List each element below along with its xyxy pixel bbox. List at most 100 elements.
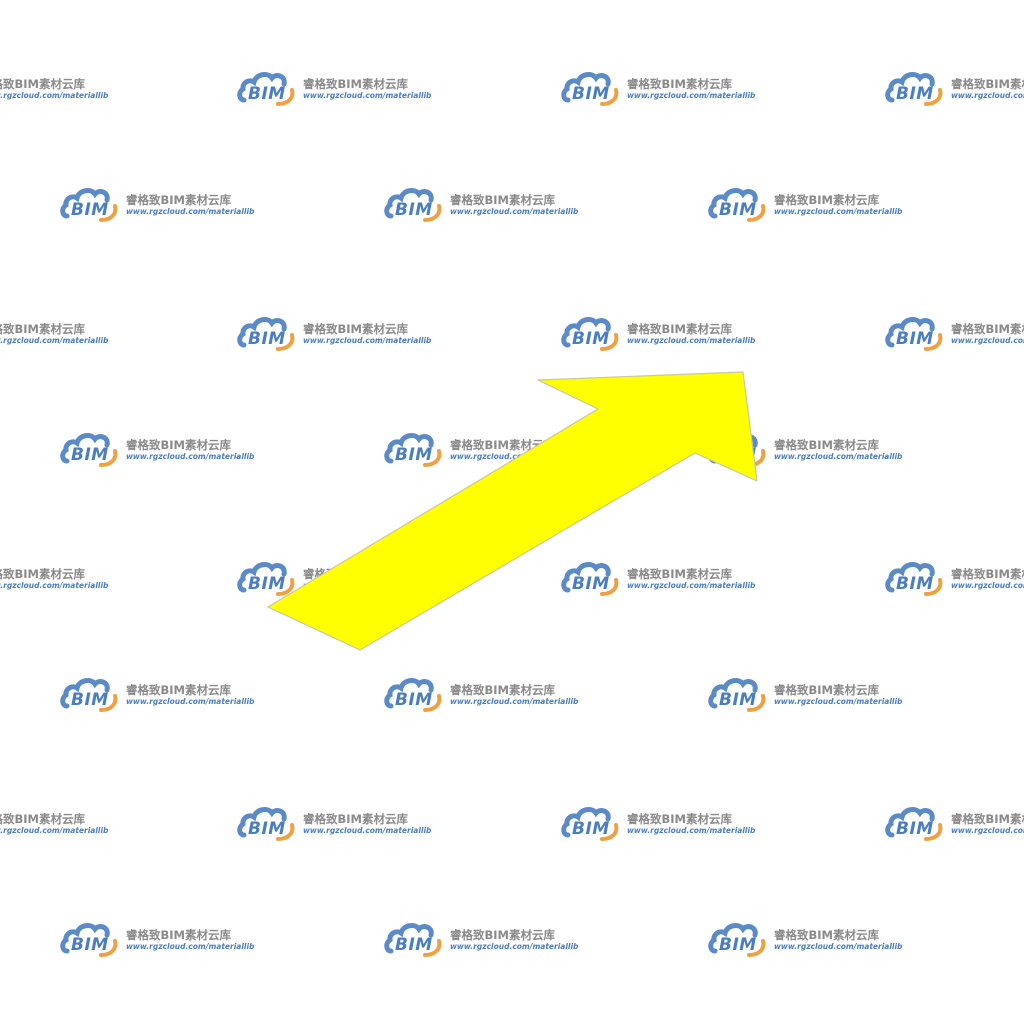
- watermark-brand: BIM: [71, 200, 109, 220]
- cloud-icon: [885, 317, 943, 351]
- cloud-icon: [60, 188, 118, 222]
- watermark-url: www.rgzcloud.com/materiallib: [0, 336, 109, 345]
- cloud-icon: [561, 807, 619, 841]
- watermark-brand: BIM: [395, 935, 433, 955]
- cloud-icon: [561, 72, 619, 106]
- watermark-url: www.rgzcloud.com/materiallib: [126, 697, 255, 706]
- watermark-url: www.rgzcloud.com/materiallib: [450, 452, 579, 461]
- watermark-name: 睿格致BIM素材云库: [774, 928, 879, 942]
- cloud-icon: [237, 807, 295, 841]
- watermark-name: 睿格致BIM素材云库: [450, 928, 555, 942]
- watermark-name: 睿格致BIM素材云库: [126, 438, 231, 452]
- watermark-url: www.rgzcloud.com/materiallib: [951, 826, 1024, 835]
- watermark-name: 睿格致BIM素材云库: [0, 322, 85, 336]
- watermark-name: 睿格致BIM素材云库: [627, 322, 732, 336]
- cloud-icon: [561, 562, 619, 596]
- cloud-icon: [60, 678, 118, 712]
- watermark-url: www.rgzcloud.com/materiallib: [627, 336, 756, 345]
- watermark-name: 睿格致BIM素材云库: [0, 77, 85, 91]
- watermark-brand: BIM: [248, 84, 286, 104]
- watermark-logo: BIM 睿格致BIM素材云库 www.rgzcloud.com/material…: [885, 560, 1024, 600]
- watermark-url: www.rgzcloud.com/materiallib: [303, 336, 432, 345]
- cloud-icon: [708, 923, 766, 957]
- yellow-arrow: [267, 371, 758, 651]
- watermark-name: 睿格致BIM素材云库: [0, 812, 85, 826]
- watermark-logo: BIM 睿格致BIM素材云库 www.rgzcloud.com/material…: [384, 676, 579, 716]
- cloud-icon: [561, 317, 619, 351]
- watermark-brand: BIM: [896, 84, 934, 104]
- watermark-brand: BIM: [71, 690, 109, 710]
- watermark-logo: BIM 睿格致BIM素材云库 www.rgzcloud.com/material…: [60, 186, 254, 226]
- watermark-name: 睿格致BIM素材云库: [627, 77, 732, 91]
- watermark-brand: BIM: [71, 935, 109, 955]
- watermark-logo: BIM 睿格致BIM素材云库 www.rgzcloud.com/material…: [384, 921, 579, 961]
- cloud-icon: [60, 923, 118, 957]
- watermark-brand: BIM: [395, 445, 433, 465]
- watermark-name: 睿格致BIM素材云库: [126, 683, 231, 697]
- cloud-icon: [60, 433, 118, 467]
- cloud-icon: [237, 72, 295, 106]
- watermark-logo: BIM 睿格致BIM素材云库 www.rgzcloud.com/material…: [237, 315, 432, 355]
- watermark-logo: BIM 睿格致BIM素材云库 www.rgzcloud.com/material…: [384, 186, 578, 226]
- watermark-brand: BIM: [395, 200, 433, 220]
- watermark-name: 睿格致BIM素材云库: [774, 438, 879, 452]
- cloud-icon: [384, 433, 442, 467]
- watermark-logo: BIM 睿格致BIM素材云库 www.rgzcloud.com/material…: [237, 70, 431, 110]
- watermark-brand: BIM: [896, 574, 934, 594]
- cloud-icon: [885, 562, 943, 596]
- watermark-logo: BIM 睿格致BIM素材云库 www.rgzcloud.com/material…: [0, 315, 109, 355]
- watermark-logo: BIM 睿格致BIM素材云库 www.rgzcloud.com/material…: [60, 431, 254, 471]
- watermark-name: 睿格致BIM素材云库: [774, 193, 879, 207]
- watermark-url: www.rgzcloud.com/materiallib: [303, 826, 432, 835]
- watermark-logo: BIM 睿格致BIM素材云库 www.rgzcloud.com/material…: [60, 921, 255, 961]
- watermark-url: www.rgzcloud.com/materiallib: [627, 581, 756, 590]
- watermark-brand: BIM: [395, 690, 433, 710]
- watermark-name: 睿格致BIM素材云库: [951, 567, 1024, 581]
- watermark-name: 睿格致BIM素材云库: [951, 77, 1024, 91]
- watermark-logo: BIM 睿格致BIM素材云库 www.rgzcloud.com/material…: [885, 70, 1024, 110]
- watermark-name: 睿格致BIM素材云库: [627, 567, 732, 581]
- watermark-url: www.rgzcloud.com/materiallib: [951, 336, 1024, 345]
- watermark-url: www.rgzcloud.com/materiallib: [774, 697, 903, 706]
- watermark-url: www.rgzcloud.com/materiallib: [126, 942, 255, 951]
- watermark-url: www.rgzcloud.com/materiallib: [450, 942, 579, 951]
- watermark-name: 睿格致BIM素材云库: [303, 77, 408, 91]
- watermark-name: 睿格致BIM素材云库: [450, 438, 555, 452]
- watermark-logo: BIM 睿格致BIM素材云库 www.rgzcloud.com/material…: [708, 676, 903, 716]
- watermark-logo: BIM 睿格致BIM素材云库 www.rgzcloud.com/material…: [384, 431, 579, 471]
- watermark-url: www.rgzcloud.com/materiallib: [774, 452, 903, 461]
- watermark-url: www.rgzcloud.com/materiallib: [951, 91, 1024, 100]
- watermark-logo: BIM 睿格致BIM素材云库 www.rgzcloud.com/material…: [561, 315, 756, 355]
- watermark-logo: BIM 睿格致BIM素材云库 www.rgzcloud.com/material…: [885, 315, 1024, 355]
- watermark-url: www.rgzcloud.com/materiallib: [774, 207, 903, 216]
- watermark-logo: BIM 睿格致BIM素材云库 www.rgzcloud.com/material…: [561, 70, 755, 110]
- watermark-url: www.rgzcloud.com/materiallib: [0, 826, 109, 835]
- watermark-logo: BIM 睿格致BIM素材云库 www.rgzcloud.com/material…: [708, 186, 903, 226]
- watermark-name: 睿格致BIM素材云库: [450, 683, 555, 697]
- watermark-url: www.rgzcloud.com/materiallib: [774, 942, 903, 951]
- watermark-url: www.rgzcloud.com/materiallib: [951, 581, 1024, 590]
- watermark-brand: BIM: [572, 574, 610, 594]
- watermark-url: www.rgzcloud.com/materiallib: [627, 826, 756, 835]
- watermark-logo: BIM 睿格致BIM素材云库 www.rgzcloud.com/material…: [0, 70, 108, 110]
- watermark-brand: BIM: [719, 935, 757, 955]
- watermark-logo: BIM 睿格致BIM素材云库 www.rgzcloud.com/material…: [60, 676, 255, 716]
- watermark-brand: BIM: [719, 690, 757, 710]
- watermark-name: 睿格致BIM素材云库: [0, 567, 85, 581]
- watermark-brand: BIM: [719, 200, 757, 220]
- cloud-icon: [237, 562, 295, 596]
- watermark-logo: BIM 睿格致BIM素材云库 www.rgzcloud.com/material…: [561, 560, 756, 600]
- watermark-url: www.rgzcloud.com/materiallib: [450, 697, 579, 706]
- cloud-icon: [384, 923, 442, 957]
- watermark-name: 睿格致BIM素材云库: [951, 812, 1024, 826]
- watermark-logo: BIM 睿格致BIM素材云库 www.rgzcloud.com/material…: [0, 805, 109, 845]
- watermark-url: www.rgzcloud.com/materiallib: [0, 581, 109, 590]
- watermark-brand: BIM: [572, 819, 610, 839]
- watermark-brand: BIM: [572, 84, 610, 104]
- watermark-brand: BIM: [896, 329, 934, 349]
- watermark-name: 睿格致BIM素材云库: [303, 812, 408, 826]
- watermark-brand: BIM: [248, 329, 286, 349]
